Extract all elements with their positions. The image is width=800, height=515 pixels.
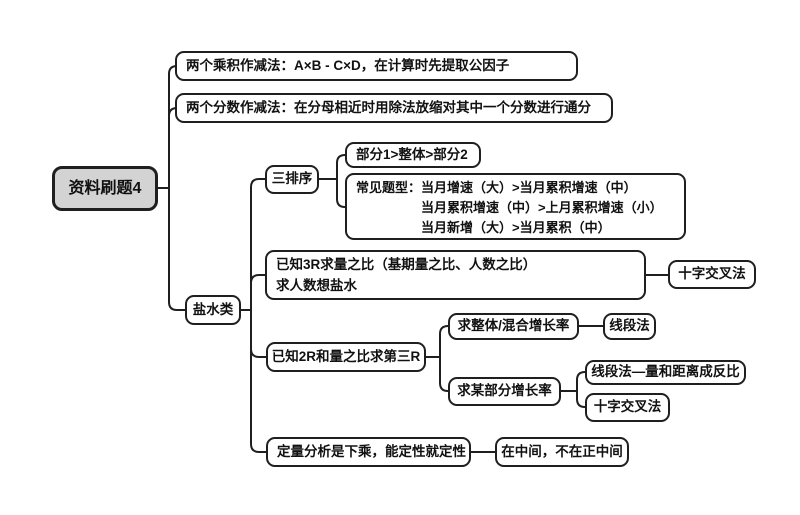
node-known-3r[interactable]: 已知3R求量之比（基期量之比、人数之比） 求人数想盐水	[265, 250, 646, 300]
known-3r-line1: 已知3R求量之比（基期量之比、人数之比）	[276, 257, 537, 272]
node-whole-rate[interactable]: 求整体/混合增长率	[448, 313, 579, 340]
node-part-order[interactable]: 部分1>整体>部分2	[345, 142, 481, 168]
node-known-2r[interactable]: 已知2R和量之比求第三R	[266, 342, 426, 372]
node-part-rate[interactable]: 求某部分增长率	[448, 377, 561, 406]
node-multiply-rule[interactable]: 两个乘积作减法：A×B - C×D，在计算时先提取公因子	[175, 51, 578, 81]
common-types-line: 当月累积增速（中）>上月累积增速（小）	[421, 200, 663, 215]
node-common-types[interactable]: 常见题型： 当月增速（大）>当月累积增速（中） 当月累积增速（中）>上月累积增速…	[345, 173, 686, 240]
node-segment-method[interactable]: 线段法	[603, 313, 656, 340]
node-middle-note[interactable]: 在中间，不在正中间	[495, 437, 629, 467]
common-types-lines: 当月增速（大）>当月累积增速（中） 当月累积增速（中）>上月累积增速（小） 当月…	[421, 178, 663, 238]
root-node[interactable]: 资料刷题4	[52, 166, 158, 211]
common-types-line: 当月新增（大）>当月累积（中）	[421, 220, 611, 235]
node-saltwater[interactable]: 盐水类	[185, 295, 241, 325]
node-cross-method-1[interactable]: 十字交叉法	[668, 260, 756, 289]
node-segment-inverse[interactable]: 线段法—量和距离成反比	[585, 360, 746, 385]
node-qualitative[interactable]: 定量分析是下乘，能定性就定性	[266, 437, 471, 467]
node-fraction-rule[interactable]: 两个分数作减法：在分母相近时用除法放缩对其中一个分数进行通分	[175, 93, 613, 123]
common-types-label: 常见题型：	[356, 180, 422, 195]
node-three-order[interactable]: 三排序	[265, 165, 319, 194]
common-types-line: 当月增速（大）>当月累积增速（中）	[421, 180, 637, 195]
known-3r-line2: 求人数想盐水	[276, 278, 357, 293]
node-cross-method-2[interactable]: 十字交叉法	[585, 393, 670, 422]
